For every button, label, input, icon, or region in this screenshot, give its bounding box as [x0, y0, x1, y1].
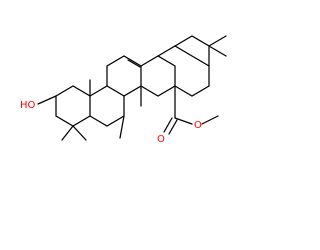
ring-b — [89, 85, 125, 127]
molecule-structure: HO O O — [20, 35, 227, 145]
ring-e-edge — [174, 35, 210, 67]
carbonyl-double-bond — [163, 117, 178, 135]
methoxy-oxygen-label: O — [194, 120, 202, 131]
atom-labels: HO O O — [20, 100, 202, 145]
carbonyl-oxygen-label: O — [157, 134, 165, 145]
bond-lines — [37, 35, 227, 141]
hydroxyl-label: HO — [20, 100, 36, 111]
ester-single-bond — [174, 117, 193, 125]
double-bond-inner — [127, 59, 141, 68]
methyl-c8 — [119, 115, 125, 139]
ring-e — [157, 45, 210, 97]
ring-c — [106, 55, 142, 97]
methoxy-bond — [201, 115, 219, 125]
gem-dimethyl-a — [61, 125, 87, 141]
hydroxyl-bond — [37, 95, 57, 105]
gem-dimethyl-e — [208, 35, 227, 57]
ring-d — [140, 55, 176, 97]
ring-a — [55, 85, 91, 127]
